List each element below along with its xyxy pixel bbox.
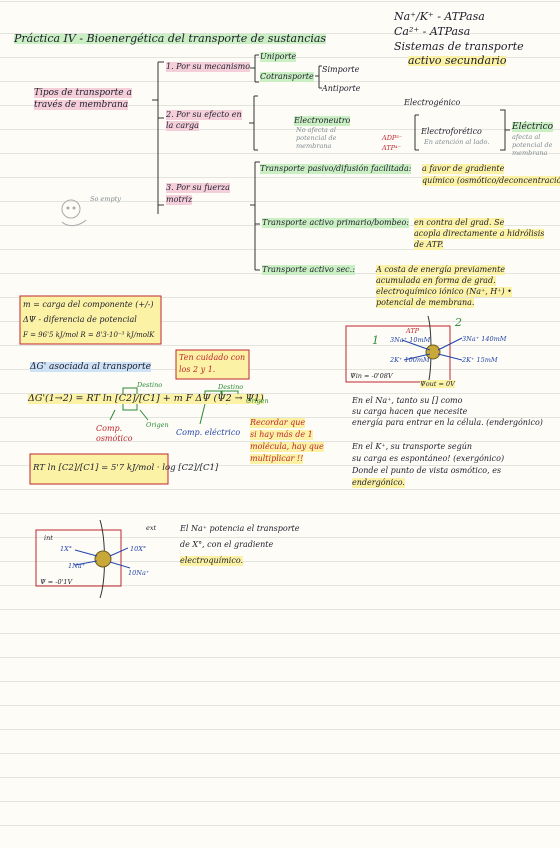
- activo2-text-l4: potencial de membrana.: [376, 298, 475, 308]
- warn-l1: Ten cuidado con: [179, 353, 246, 362]
- remember-l2: si hay más de 1: [250, 430, 313, 440]
- electrico-label: Eléctrico: [512, 122, 554, 132]
- cell1-na-in: 3Na⁺ 10mM: [390, 336, 431, 344]
- secondary-transport-l1: Sistemas de transporte: [394, 40, 524, 53]
- gibbs-equation: ΔG'(1→2) = RT ln [C2]/[C1] + m F ΔΨ (Ψ2 …: [28, 393, 264, 404]
- comp-osmotico-l2: osmótico: [96, 434, 133, 443]
- cell2-ext: ext: [146, 524, 157, 532]
- electroneutro-label: Electroneutro: [294, 116, 351, 126]
- cell2-x-in: 1X°: [60, 545, 73, 553]
- types-root-l1: Tipos de transporte a: [34, 88, 132, 98]
- branch-force-l1: 3. Por su fuerza: [166, 183, 230, 193]
- cell2-x-out: 10X°: [130, 545, 147, 553]
- note-na-l1: En el Na⁺, tanto su [] como: [352, 396, 463, 405]
- comp-electrico: Comp. eléctrico: [176, 428, 241, 437]
- cell2-na-in: 1Na⁺: [68, 562, 86, 570]
- activo2-text-l2: acumulada en forma de grad.: [376, 276, 496, 286]
- electroneutro-note: No afecta al potencial de membrana: [296, 126, 337, 150]
- electrogenico-label: Electrogénico: [404, 98, 461, 107]
- cell1-atp: ATP: [406, 327, 420, 335]
- note-k-l2: su carga es espontáneo! (exergónico): [352, 454, 505, 463]
- remember-l3: molécula, hay que: [250, 442, 324, 452]
- simporte-label: Simporte: [322, 65, 360, 74]
- note-k-l1: En el K⁺, su transporte según: [352, 442, 473, 451]
- note-na-l2: su carga hacen que necesite: [352, 407, 468, 416]
- activo1-title: Transporte activo primario/bombeo:: [262, 218, 409, 228]
- activo2-text-l3: electroquímico iónico (Na⁺, H⁺) •: [376, 287, 512, 297]
- note-k-l4: endergónico.: [352, 478, 405, 488]
- pasivo-text-l1: a favor de gradiente: [422, 164, 505, 174]
- gibbs-title: ΔG' asociada al transporte: [30, 362, 151, 372]
- electroforetico-label: Electroforético: [421, 127, 482, 136]
- secondary-transport-l2: activo secundario: [408, 54, 507, 67]
- pump-ca: Ca²⁺ - ATPasa: [394, 25, 471, 38]
- activo2-title: Transporte activo sec.:: [262, 265, 355, 275]
- activo1-text-l1: en contra del grad. Se: [414, 218, 505, 228]
- activo1-text-l3: de ATP.: [414, 240, 444, 250]
- branch-mechanism: 1. Por su mecanismo: [166, 62, 251, 72]
- label-origen-2: Origen: [246, 397, 269, 405]
- label-destino-1: Destino: [137, 381, 163, 389]
- cell2-note-l1: El Na⁺ potencia el transporte: [180, 524, 300, 533]
- activo2-text-l1: A costa de energía previamente: [376, 265, 506, 275]
- cell2-na-out: 10Na⁺: [128, 569, 150, 577]
- activo1-text-l2: acopla directamente a hidrólisis: [414, 229, 545, 239]
- label-destino-2: Destino: [218, 383, 244, 391]
- cell2-note-l2: de X°, con el gradiente: [180, 540, 274, 549]
- cell2-note-l3: electroquímico.: [180, 556, 244, 566]
- cell1-num2: 2: [455, 316, 462, 329]
- label-origen-1: Origen: [146, 421, 169, 429]
- cell1-psi-in: Ψin = -0'08V: [350, 372, 393, 380]
- remember-l4: multiplicar !!: [250, 454, 304, 464]
- branch-charge-l2: la carga: [166, 121, 199, 131]
- branch-force-l2: motriz: [166, 195, 193, 205]
- comp-osmotico-l1: Comp.: [96, 424, 123, 433]
- def-charge: m = carga del componente (+/-): [23, 300, 154, 309]
- electrico-note: afecta al potencial de membrana: [512, 133, 553, 157]
- branch-charge-l1: 2. Por su efecto en: [166, 110, 242, 120]
- atp-label: ATP⁴⁻: [382, 144, 402, 152]
- note-k-l3: Donde el punto de vista osmótico, es: [352, 466, 502, 475]
- cotransporte-label: Cotransporte: [260, 72, 314, 82]
- uniporte-label: Uniporte: [260, 52, 297, 62]
- rt-formula: RT ln [C2]/[C1] = 5'7 kJ/mol · log [C2]/…: [33, 463, 219, 473]
- def-potential: ΔΨ - diferencia de potencial: [23, 315, 137, 324]
- cell1-na-out: 3Na⁺ 140mM: [462, 335, 507, 343]
- cell1-psi-out: Ψout = 0V: [420, 380, 455, 388]
- pump-na-k: Na⁺/K⁺ - ATPasa: [394, 10, 485, 23]
- remember-l1: Recordar que: [250, 418, 306, 428]
- cell2-int: int: [44, 534, 53, 542]
- warn-l2: los 2 y 1.: [179, 365, 216, 374]
- adp-label: ADP³⁻: [382, 134, 403, 142]
- electroforetico-note: En atención al lado.: [424, 138, 490, 146]
- cell1-k-out: 2K⁺ 15mM: [462, 356, 498, 364]
- antiporte-label: Antiporte: [322, 84, 361, 93]
- doodle-text: So empty: [90, 195, 121, 203]
- pasivo-title: Transporte pasivo/difusión facilitada:: [260, 164, 412, 174]
- cell1-num1: 1: [372, 334, 379, 347]
- types-root-l2: través de membrana: [34, 100, 129, 110]
- page-title: Práctica IV - Bioenergética del transpor…: [14, 32, 327, 45]
- cell2-psi: Ψ = -0'1V: [40, 578, 73, 586]
- def-constants: F = 96'5 kJ/mol R = 8'3·10⁻³ kJ/molK: [23, 331, 155, 339]
- note-na-l3: energía para entrar en la célula. (ender…: [352, 418, 543, 427]
- cell1-k-in: 2K⁺ 100mM: [390, 356, 430, 364]
- pasivo-text-l2: químico (osmótico/deconcentración): [422, 176, 560, 186]
